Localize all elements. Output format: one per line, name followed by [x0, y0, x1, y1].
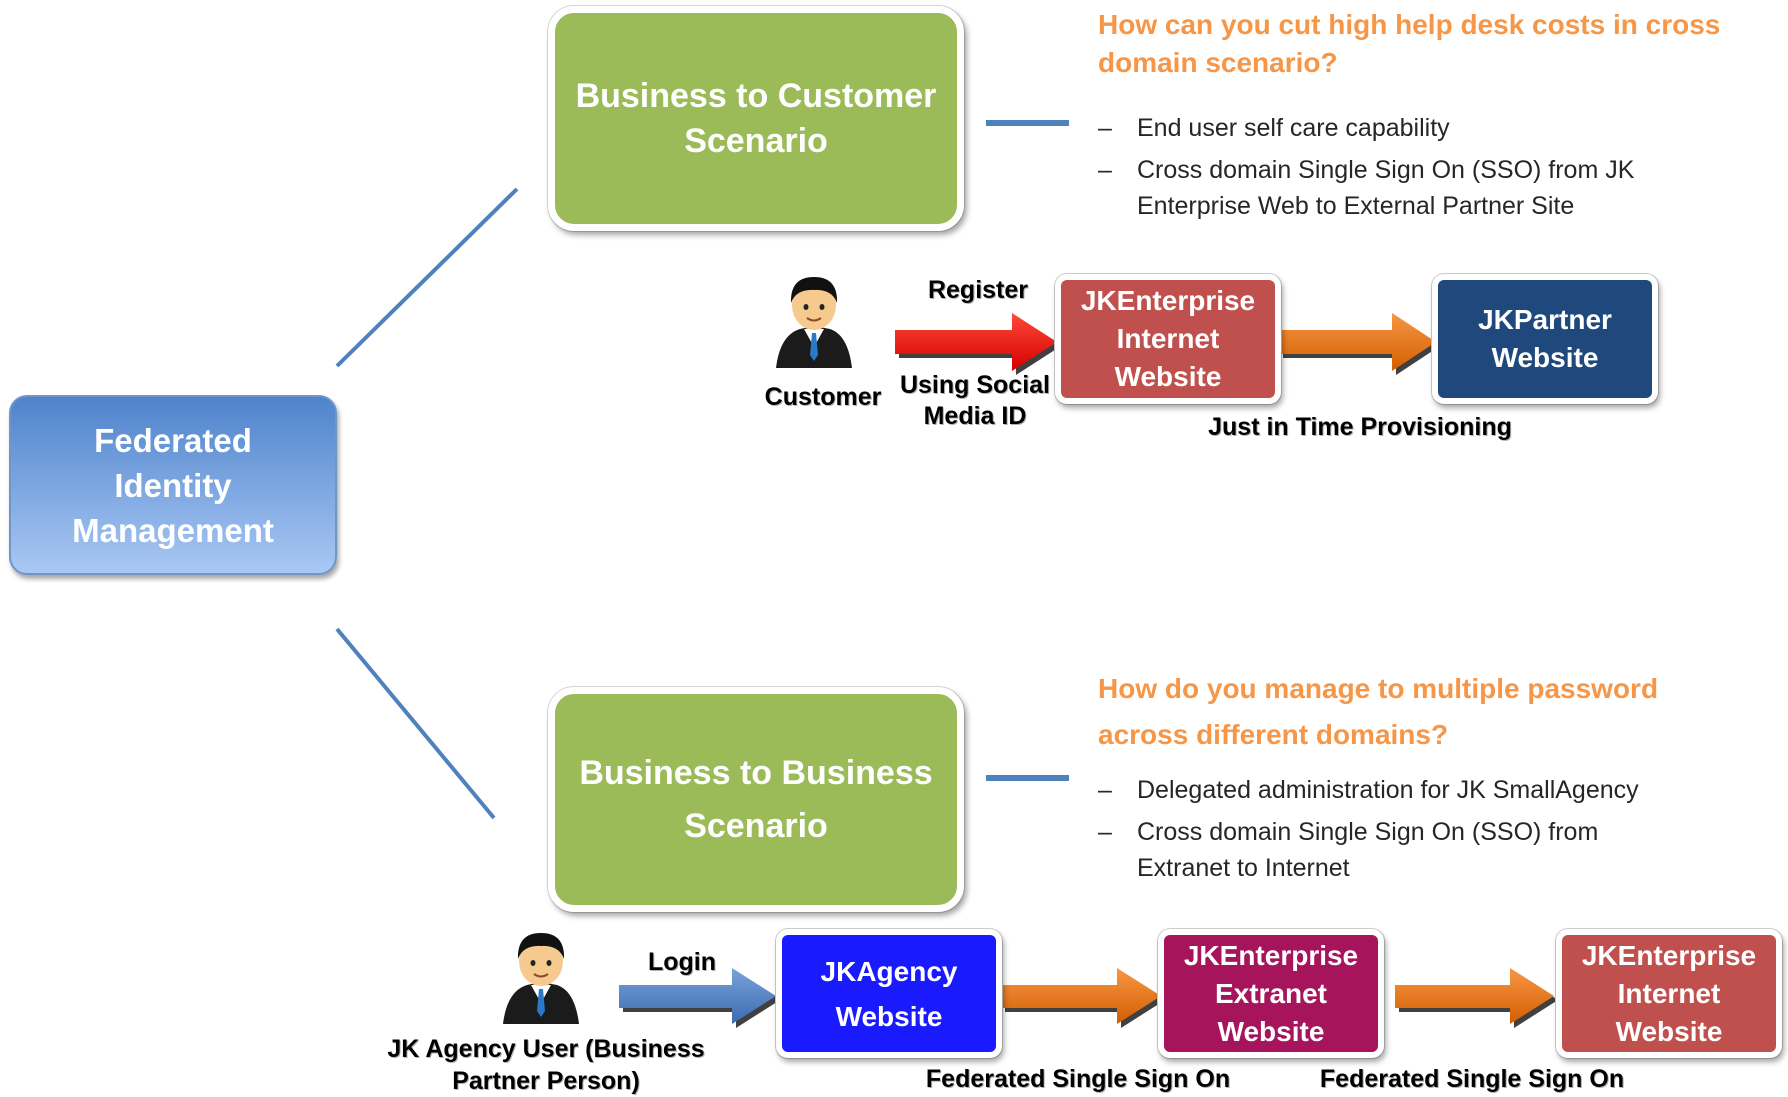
b2c-scenario-label: Business to Customer Scenario — [575, 76, 937, 160]
b2b-bullet-list: Delegated administration for JK SmallAge… — [1098, 772, 1658, 892]
connector-root-b2b — [335, 627, 496, 820]
b2b-scenario-label: Business to Business Scenario — [579, 753, 933, 845]
b2c-bullet-list: End user self care capability Cross doma… — [1098, 110, 1658, 230]
connector-root-b2c — [335, 187, 519, 368]
register-label: Register — [927, 276, 1029, 304]
b2b-scenario-box: Business to Business Scenario — [548, 687, 964, 912]
register-arrow — [895, 313, 1061, 375]
b2b-enterprise-internet-site: JKEnterprise Internet Website — [1556, 929, 1782, 1058]
fsso-label-2: Federated Single Sign On — [1319, 1065, 1625, 1093]
agency-user-label: JK Agency User (Business Partner Person) — [387, 1035, 705, 1095]
b2c-enterprise-internet-label: JKEnterprise Internet Website — [1080, 285, 1256, 392]
partner-site: JKPartner Website — [1432, 274, 1658, 404]
agency-site: JKAgency Website — [776, 929, 1002, 1058]
b2b-enterprise-internet-label: JKEnterprise Internet Website — [1581, 939, 1757, 1047]
b2c-question: How can you cut high help desk costs in … — [1098, 9, 1721, 78]
jit-label: Just in Time Provisioning — [1208, 413, 1512, 441]
fsso-arrow-2 — [1395, 968, 1558, 1028]
agency-site-label: JKAgency Website — [820, 955, 958, 1032]
b2c-scenario-box: Business to Customer Scenario — [548, 6, 964, 231]
agency-user-person-icon — [503, 933, 579, 1024]
b2b-bullet: Cross domain Single Sign On (SSO) from E… — [1098, 814, 1658, 886]
root-label: Federated Identity Management — [72, 421, 274, 549]
fsso-label-1: Federated Single Sign On — [925, 1065, 1231, 1093]
b2b-bullet: Delegated administration for JK SmallAge… — [1098, 772, 1658, 808]
b2c-bullet: Cross domain Single Sign On (SSO) from J… — [1098, 152, 1658, 224]
login-arrow — [619, 968, 780, 1028]
jit-arrow — [1279, 313, 1440, 375]
extranet-site: JKEnterprise Extranet Website — [1158, 929, 1384, 1058]
b2b-question: How do you manage to multiple password a… — [1098, 673, 1659, 750]
social-media-label: Using Social Media ID — [899, 371, 1051, 430]
customer-person-icon — [776, 277, 852, 368]
partner-site-label: JKPartner Website — [1478, 304, 1612, 373]
login-label: Login — [647, 948, 717, 976]
fsso-arrow-1 — [1001, 968, 1165, 1028]
extranet-site-label: JKEnterprise Extranet Website — [1183, 939, 1359, 1047]
b2c-enterprise-internet-site: JKEnterprise Internet Website — [1055, 274, 1281, 404]
b2c-bullet: End user self care capability — [1098, 110, 1658, 146]
customer-label: Customer — [764, 383, 882, 411]
root-federated-identity: Federated Identity Management — [9, 395, 337, 575]
